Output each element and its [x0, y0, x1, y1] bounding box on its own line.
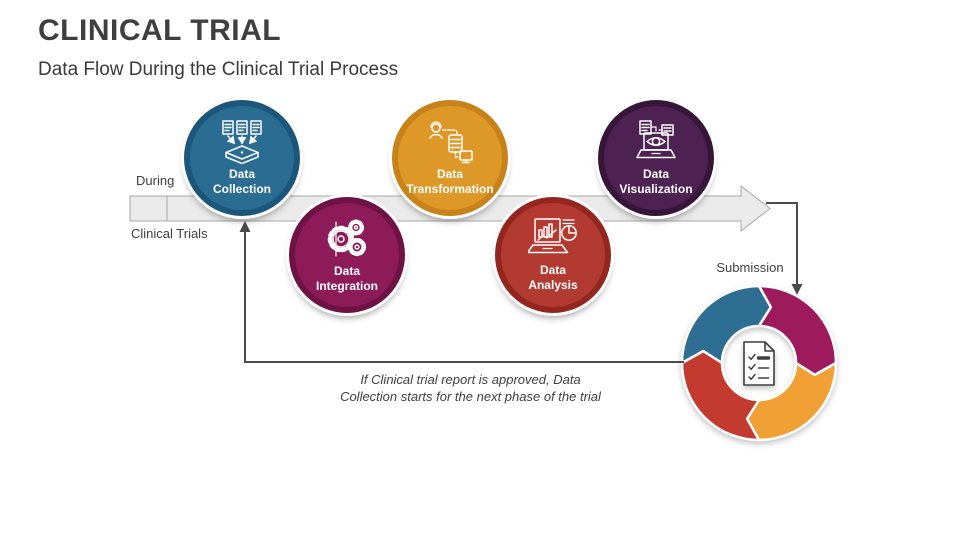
- step-label-line2: Transformation: [406, 181, 494, 196]
- arrowhead-up-icon: [239, 221, 251, 232]
- arrowhead-down-icon: [791, 284, 803, 295]
- step-label: Data Collection: [192, 167, 292, 197]
- timeline-label-clinical-trials: Clinical Trials: [131, 226, 208, 241]
- cycle-segment-bottom-left: [680, 349, 761, 442]
- step-label-line2: Collection: [212, 181, 271, 196]
- documents-to-database-icon: [222, 119, 262, 164]
- connector-to-submission: [766, 202, 798, 286]
- submission-label: Submission: [716, 260, 784, 275]
- step-circle-data-analysis: Data Analysis: [495, 197, 611, 313]
- step-label: Data Visualization: [606, 167, 706, 197]
- step-label: Data Analysis: [503, 263, 603, 293]
- step-label-line2: Visualization: [619, 181, 693, 196]
- eye-laptop-icon: [636, 119, 676, 158]
- timeline-label-during: During: [136, 173, 175, 188]
- gears-icon: [327, 218, 367, 257]
- slide-subtitle: Data Flow During the Clinical Trial Proc…: [38, 59, 399, 80]
- approval-caption: If Clinical trial report is approved, Da…: [298, 371, 643, 405]
- step-label: Data Integration: [297, 264, 397, 294]
- step-label-line1: Data: [436, 166, 463, 181]
- analytics-laptop-icon: [528, 217, 577, 253]
- step-circle-data-transformation: Data Transformation: [392, 100, 508, 216]
- step-label: Data Transformation: [400, 167, 500, 197]
- step-label-line2: Analysis: [528, 277, 578, 292]
- step-label-line1: Data: [642, 166, 669, 181]
- step-label-line1: Data: [333, 263, 360, 278]
- step-label-line1: Data: [539, 262, 566, 277]
- checklist-document-icon: [743, 341, 775, 386]
- slide-title: CLINICAL TRIAL: [38, 14, 282, 47]
- approval-caption-line1: If Clinical trial report is approved, Da…: [360, 372, 581, 387]
- submission-cycle-diagram: [680, 284, 838, 442]
- step-circle-data-collection: Data Collection: [184, 100, 300, 216]
- step-label-line1: Data: [228, 166, 255, 181]
- step-circle-data-integration: Data Integration: [289, 197, 405, 313]
- step-circle-data-visualization: Data Visualization: [598, 100, 714, 216]
- database-transform-icon: [429, 120, 473, 163]
- approval-caption-line2: Collection starts for the next phase of …: [340, 389, 601, 405]
- feedback-loop-line: [244, 230, 684, 363]
- step-label-line2: Integration: [316, 278, 378, 293]
